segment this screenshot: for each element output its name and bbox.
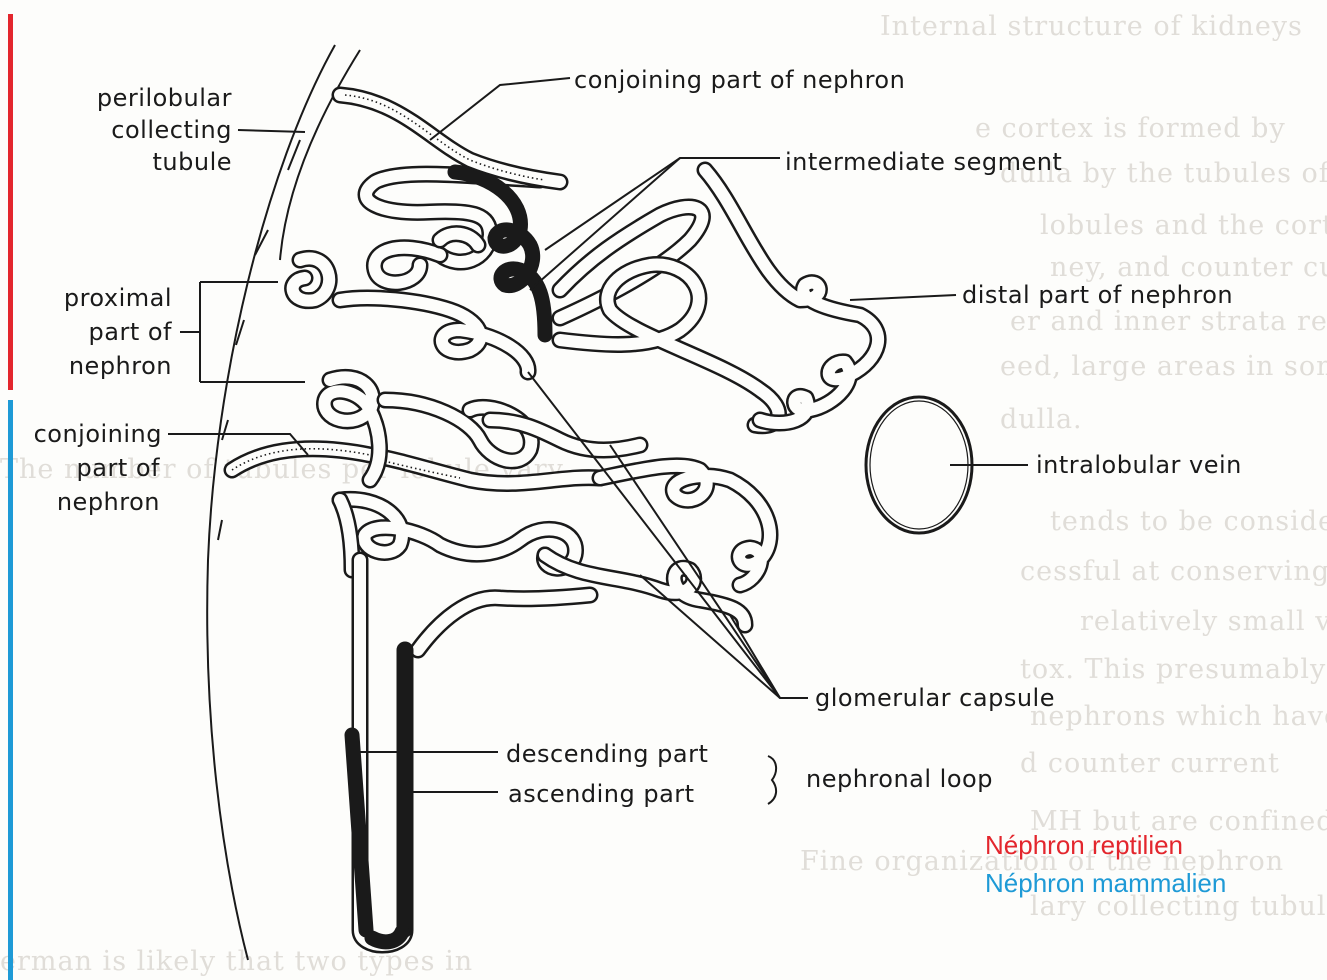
svg-text:lobules and the cortex is cove: lobules and the cortex is covering densi xyxy=(1040,210,1327,241)
svg-text:relatively small volu: relatively small volu xyxy=(1080,606,1327,637)
svg-text:dulla.: dulla. xyxy=(1000,404,1083,435)
legend: Néphron reptilien Néphron mammalien xyxy=(985,830,1226,898)
svg-text:dulla by the tubules of lobule: dulla by the tubules of lobules. He xyxy=(1000,158,1327,189)
label-conjoining-left-1: conjoining xyxy=(34,420,162,448)
svg-text:ney, and counter current in th: ney, and counter current in the cont xyxy=(1050,252,1327,283)
label-perilobular-2: collecting xyxy=(111,116,232,144)
label-distal-part: distal part of nephron xyxy=(962,281,1233,309)
label-glomerular-capsule: glomerular capsule xyxy=(815,684,1055,712)
background-bleed-text: Internal structure of kidneys e cortex i… xyxy=(0,11,1327,977)
label-conjoining-top: conjoining part of nephron xyxy=(574,66,905,94)
mammalian-nephron xyxy=(223,368,779,954)
svg-text:Internal structure of kidneys: Internal structure of kidneys xyxy=(880,11,1303,42)
svg-text:eed, large areas in some speci: eed, large areas in some species xyxy=(1000,351,1327,382)
label-intermediate-segment: intermediate segment xyxy=(785,148,1062,176)
svg-text:erman is likely that two types: erman is likely that two types in xyxy=(0,946,473,977)
reptilian-bar xyxy=(8,14,13,390)
svg-text:e cortex is formed by: e cortex is formed by xyxy=(975,113,1286,144)
labels: perilobular collecting tubule conjoining… xyxy=(34,66,1242,808)
svg-text:MH but are confined regions: MH but are confined regions xyxy=(1030,806,1327,837)
svg-text:d counter current: d counter current xyxy=(1020,748,1280,779)
svg-text:cessful at conserving water ex: cessful at conserving water example Spar… xyxy=(1020,556,1327,587)
leader-lines xyxy=(168,77,1028,805)
svg-text:tends to be considerable pre p: tends to be considerable pre particu xyxy=(1050,506,1327,537)
label-ascending-part: ascending part xyxy=(508,780,695,808)
svg-text:lary collecting tubule is: lary collecting tubule is xyxy=(1030,891,1327,922)
svg-text:nephrons which have and theref: nephrons which have and therefore sugges… xyxy=(1030,701,1327,732)
label-proximal-1: proximal xyxy=(64,284,172,312)
label-intralobular-vein: intralobular vein xyxy=(1036,451,1242,479)
mammalian-bar xyxy=(8,400,13,980)
label-perilobular-1: perilobular xyxy=(97,84,232,112)
svg-text:er and inner strata respective: er and inner strata respectively xyxy=(1010,306,1327,337)
label-conjoining-left-3: nephron xyxy=(57,488,160,516)
svg-text:Fine organization of the nephr: Fine organization of the nephron xyxy=(800,846,1284,877)
legend-reptilian: Néphron reptilien xyxy=(985,830,1183,860)
label-perilobular-3: tubule xyxy=(153,148,233,176)
label-proximal-2: part of xyxy=(89,318,173,346)
svg-text:tox. This presumably high prop: tox. This presumably high proportion of … xyxy=(1020,654,1327,685)
lobule-outline xyxy=(206,44,361,961)
reptilian-nephron xyxy=(284,86,887,435)
label-proximal-3: nephron xyxy=(69,352,172,380)
label-conjoining-left-2: part of xyxy=(77,454,161,482)
label-nephronal-loop: nephronal loop xyxy=(806,765,993,793)
label-descending-part: descending part xyxy=(506,740,708,768)
legend-mammalian: Néphron mammalien xyxy=(985,868,1226,898)
